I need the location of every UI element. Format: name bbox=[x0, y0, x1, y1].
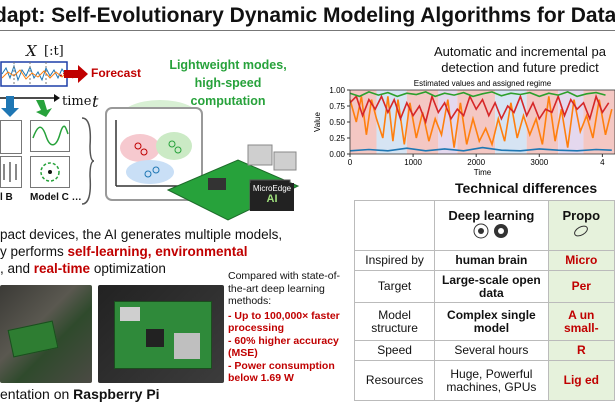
y-tick-label: 0.00 bbox=[329, 150, 345, 159]
table-row: Target Large-scale open data Per bbox=[353, 270, 615, 303]
raspberry-pi-photo-left bbox=[0, 285, 92, 383]
lightweight-callout: Lightweight modes, high-speed computatio… bbox=[158, 56, 298, 110]
lightweight-text: Lightweight modes, high-speed computatio… bbox=[169, 58, 287, 108]
row-pr-speed: R bbox=[547, 340, 615, 361]
description-line3-pre: , and bbox=[0, 261, 34, 276]
photo-caption: entation on Raspberry Pi bbox=[0, 386, 160, 402]
description-line3-red: real-time bbox=[33, 261, 91, 276]
chart-heading-line1: Automatic and incremental pa bbox=[434, 44, 606, 59]
row-label-speed: Speed bbox=[353, 340, 436, 361]
chart-title: Estimated values and assigned regime bbox=[414, 79, 552, 88]
header-proposed-label: Propo bbox=[562, 207, 601, 223]
description-line2: y performs self-learning, environmental bbox=[0, 243, 350, 260]
row-label-inspired: Inspired by bbox=[353, 250, 436, 271]
compare-bullet-text: 60% higher accuracy (MSE) bbox=[228, 334, 339, 360]
compare-bullet: - 60% higher accuracy (MSE) bbox=[228, 334, 339, 360]
x-tick-label: 4 bbox=[600, 158, 605, 167]
description-line1: pact devices, the AI generates multiple … bbox=[0, 227, 283, 242]
compare-intro: Compared with state-of-the-art deep lear… bbox=[228, 270, 341, 307]
tech-heading: Technical differences bbox=[455, 180, 598, 196]
series-line bbox=[349, 146, 612, 152]
row-dl-speed: Several hours bbox=[434, 340, 549, 361]
compare-bullet-text: Power consumption below 1.69 W bbox=[228, 359, 335, 385]
header-deep-learning-label: Deep learning bbox=[448, 207, 535, 223]
series-line bbox=[349, 96, 613, 148]
row-label-target: Target bbox=[353, 270, 436, 303]
row-label-resources: Resources bbox=[353, 360, 436, 401]
compare-bullet: - Up to 100,000× faster processing bbox=[228, 309, 340, 335]
row-label-structure: Model structure bbox=[353, 302, 436, 341]
table-header-empty bbox=[353, 200, 436, 251]
row-dl-inspired: human brain bbox=[434, 250, 549, 271]
model-arrows bbox=[1, 96, 52, 117]
x-symbol: X bbox=[26, 42, 37, 60]
y-axis-label: Value bbox=[313, 112, 322, 132]
description-text: pact devices, the AI generates multiple … bbox=[0, 226, 350, 277]
compare-bullet: - Power consumption below 1.69 W bbox=[228, 359, 335, 385]
description-line2-red: self-learning, environmental bbox=[67, 244, 248, 259]
input-series-diagram: X [:t] bbox=[0, 36, 100, 96]
y-tick-label: 0.25 bbox=[329, 134, 345, 143]
row-dl-structure: Complex single model bbox=[434, 302, 549, 341]
title-divider bbox=[0, 30, 615, 31]
model-c-label: Model C … bbox=[30, 192, 82, 203]
edge-device-illustration bbox=[105, 100, 300, 221]
row-dl-resources: Huge, Powerful machines, GPUs bbox=[434, 360, 549, 401]
forecast-arrow-icon bbox=[64, 65, 88, 83]
chip-label: MicroEdge AI bbox=[250, 183, 294, 211]
time-label: time bbox=[62, 94, 92, 109]
chip-label-text: MicroEdge bbox=[252, 184, 292, 193]
series-line bbox=[349, 91, 606, 98]
compare-block: Compared with state-of-the-art deep lear… bbox=[228, 270, 346, 385]
regime-band bbox=[376, 90, 407, 154]
compare-bullet-text: Up to 100,000× faster processing bbox=[228, 309, 340, 335]
caption-pre: entation on bbox=[0, 386, 74, 402]
chart-heading: Automatic and incremental pa detection a… bbox=[420, 44, 615, 76]
row-pr-resources: Lig ed bbox=[547, 360, 615, 401]
row-pr-structure: A un small- bbox=[547, 302, 615, 341]
chip-ai-text: AI bbox=[266, 193, 278, 205]
chart-heading-line2: detection and future predict bbox=[441, 60, 599, 75]
table-row: Resources Huge, Powerful machines, GPUs … bbox=[353, 360, 615, 401]
model-b-label: l B bbox=[0, 192, 13, 203]
model-b-plot-top bbox=[0, 120, 22, 154]
table-header-proposed: Propo bbox=[547, 200, 615, 251]
x-index: [:t] bbox=[44, 44, 64, 59]
table-header-row: Deep learning Propo bbox=[353, 200, 615, 251]
forecast-label: Forecast bbox=[91, 66, 142, 80]
description-line2-pre: y performs bbox=[0, 244, 68, 259]
series-line bbox=[349, 93, 610, 125]
description-line3: , and real-time optimization bbox=[0, 260, 350, 277]
table-row: Inspired by human brain Micro bbox=[353, 250, 615, 271]
y-tick-label: 0.50 bbox=[329, 118, 345, 127]
row-dl-target: Large-scale open data bbox=[434, 270, 549, 303]
y-tick-label: 1.00 bbox=[329, 86, 345, 95]
t-label: t bbox=[92, 92, 99, 111]
model-b-vector-field bbox=[0, 156, 22, 188]
caption-bold: Raspberry Pi bbox=[73, 386, 160, 402]
microbe-icon bbox=[574, 225, 589, 236]
bracket bbox=[81, 117, 95, 205]
comparison-table: Deep learning Propo Inspired by human br… bbox=[353, 200, 615, 401]
x-axis-label: Time bbox=[474, 168, 492, 176]
raspberry-pi-photo-right bbox=[98, 285, 224, 383]
brain-icon bbox=[473, 223, 509, 238]
y-tick-label: 0.75 bbox=[329, 102, 345, 111]
table-row: Model structure Complex single model A u… bbox=[353, 302, 615, 341]
x-tick-label: 2000 bbox=[467, 158, 485, 167]
x-tick-label: 1000 bbox=[404, 158, 422, 167]
description-line3-post: optimization bbox=[90, 261, 166, 276]
row-pr-target: Per bbox=[547, 270, 615, 303]
x-tick-label: 3000 bbox=[530, 158, 548, 167]
x-tick-label: 0 bbox=[348, 158, 353, 167]
model-c-vector-field bbox=[30, 156, 70, 188]
table-header-deep-learning: Deep learning bbox=[434, 200, 549, 251]
page-title: dapt: Self-Evolutionary Dynamic Modeling… bbox=[0, 4, 615, 27]
regime-chart: Estimated values and assigned regime 0.00… bbox=[313, 79, 615, 176]
table-row: Speed Several hours R bbox=[353, 340, 615, 361]
row-pr-inspired: Micro bbox=[547, 250, 615, 271]
model-c-plot-top bbox=[30, 120, 70, 152]
